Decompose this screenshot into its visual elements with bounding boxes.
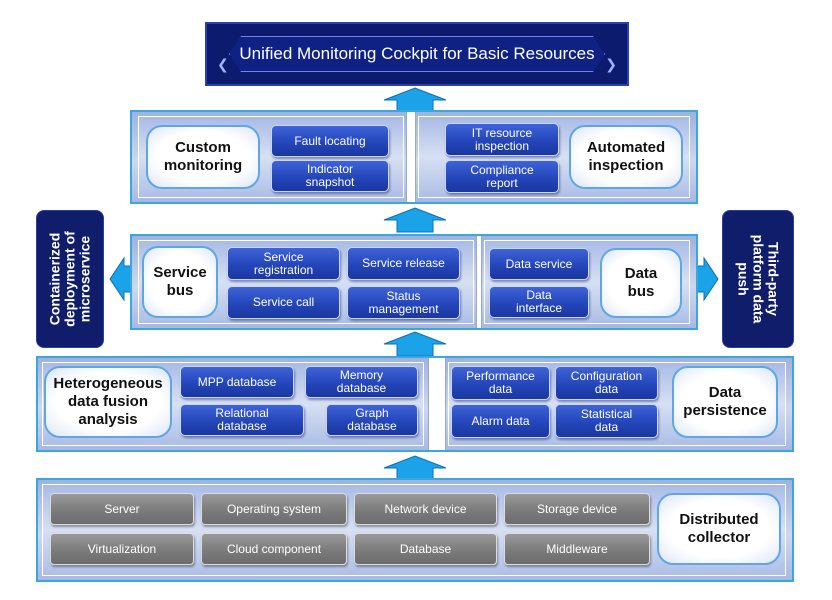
cloud-component-chip: Cloud component — [201, 533, 347, 565]
relational-database-chip: Relational database — [180, 404, 304, 436]
compliance-report-chip: Compliance report — [445, 160, 559, 193]
configuration-data-chip: Configuration data — [555, 366, 658, 400]
graph-database-chip: Graph database — [326, 404, 418, 436]
operating-system-chip: Operating system — [201, 493, 347, 525]
service-bus-label: Service bus — [142, 246, 218, 318]
mpp-database-chip: MPP database — [180, 366, 294, 398]
storage-device-chip: Storage device — [504, 493, 650, 525]
left-arrow-icon — [109, 256, 133, 302]
network-device-chip: Network device — [354, 493, 497, 525]
third-party-push-text: Third-party platform data push — [735, 234, 782, 324]
up-arrow-icon — [383, 207, 447, 233]
custom-monitoring-label: Custom monitoring — [146, 125, 260, 189]
automated-inspection-label: Automated inspection — [569, 125, 683, 189]
it-resource-inspection-chip: IT resource inspection — [445, 123, 559, 156]
statistical-data-chip: Statistical data — [555, 404, 658, 438]
server-chip: Server — [50, 493, 194, 525]
fault-locating-chip: Fault locating — [271, 125, 389, 157]
layer-divider — [428, 358, 446, 450]
service-release-chip: Service release — [347, 247, 460, 280]
status-management-chip: Status management — [347, 286, 460, 319]
indicator-snapshot-chip: Indicator snapshot — [271, 160, 389, 192]
right-arrow-icon — [695, 256, 719, 302]
alarm-data-chip: Alarm data — [451, 404, 550, 438]
title-banner: ❮ ❯ Unified Monitoring Cockpit for Basic… — [205, 22, 629, 86]
chevron-right-icon: ❯ — [605, 56, 617, 72]
up-arrow-icon — [383, 331, 447, 357]
data-bus-label: Data bus — [600, 248, 682, 318]
containerized-deployment-box: Containerized deployment of microservice — [36, 210, 104, 348]
middleware-chip: Middleware — [504, 533, 650, 565]
distributed-collector-label: Distributed collector — [657, 493, 781, 565]
layer-divider — [406, 112, 416, 202]
service-call-chip: Service call — [227, 286, 340, 319]
up-arrow-icon — [383, 87, 447, 113]
third-party-push-box: Third-party platform data push — [722, 210, 794, 348]
memory-database-chip: Memory database — [305, 366, 418, 398]
database-chip: Database — [354, 533, 497, 565]
data-fusion-analysis-label: Heterogeneous data fusion analysis — [44, 366, 172, 438]
title-frame — [229, 36, 605, 72]
data-interface-chip: Data interface — [489, 286, 589, 318]
chevron-left-icon: ❮ — [217, 56, 229, 72]
data-service-chip: Data service — [489, 248, 589, 280]
service-registration-chip: Service registration — [227, 247, 340, 280]
virtualization-chip: Virtualization — [50, 533, 194, 565]
data-persistence-label: Data persistence — [672, 366, 778, 438]
layer-divider — [476, 236, 482, 328]
up-arrow-icon — [383, 455, 447, 481]
containerized-deployment-text: Containerized deployment of microservice — [46, 231, 93, 327]
page-title: Unified Monitoring Cockpit for Basic Res… — [239, 44, 595, 63]
performance-data-chip: Performance data — [451, 366, 550, 400]
